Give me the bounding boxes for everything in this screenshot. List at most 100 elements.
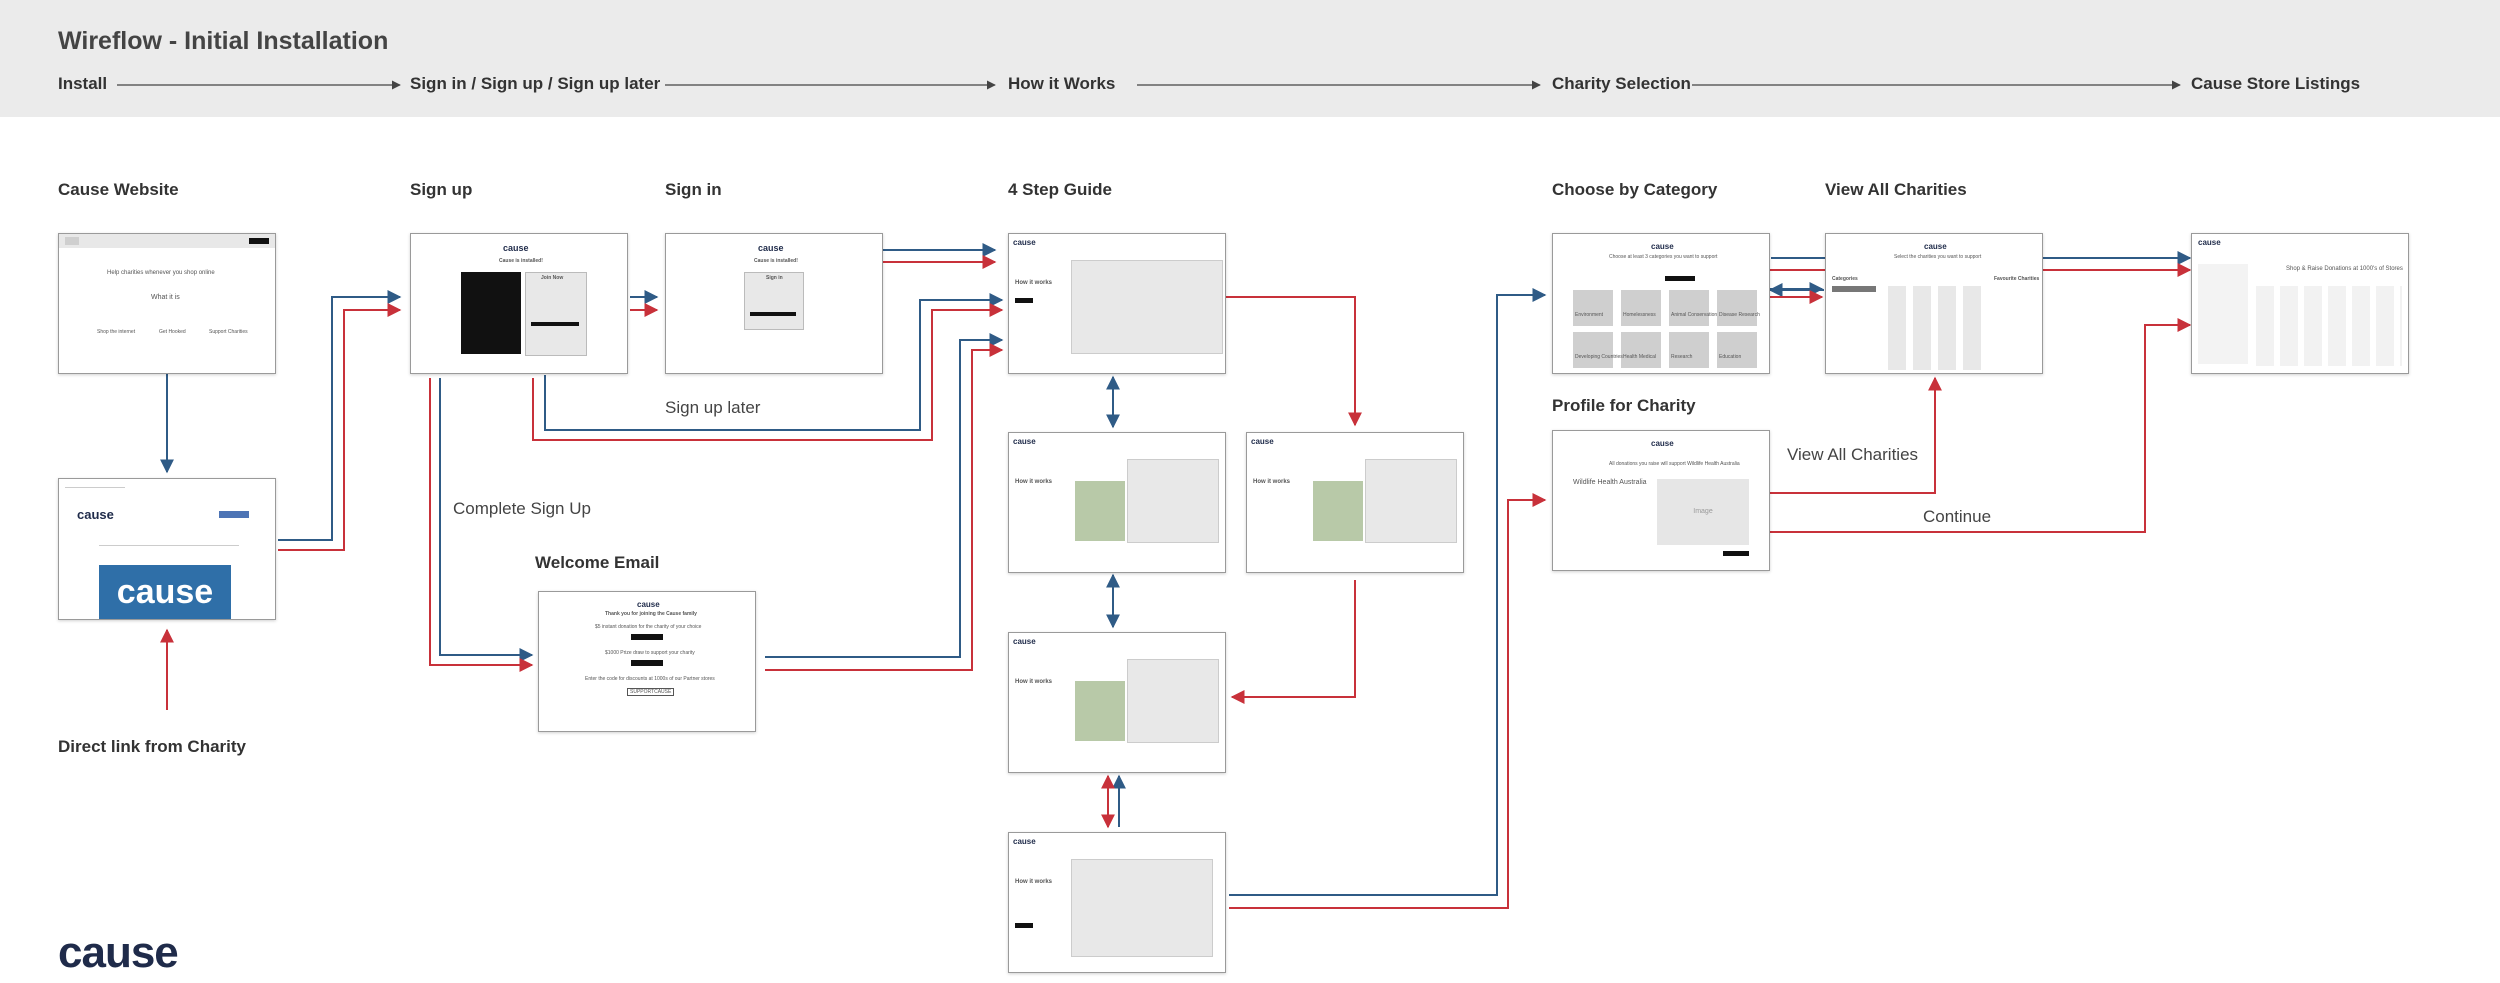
site-tagline: Help charities whenever you shop online <box>107 270 215 276</box>
category-tile-4 <box>1717 290 1757 326</box>
howto4-photo <box>1075 681 1125 741</box>
email-line-4: Enter the code for discounts at 1000s of… <box>585 676 715 682</box>
note-continue: Continue <box>1923 507 1992 526</box>
signup-form-panel <box>525 272 587 356</box>
allcharities-sidebar: Categories <box>1832 276 1858 282</box>
email-logo: cause <box>637 600 660 609</box>
step-sign-in: Sign in / Sign up / Sign up later <box>410 74 661 93</box>
category-tile-5 <box>1573 332 1613 368</box>
profile-image: Image <box>1657 479 1749 545</box>
screen-how-it-works-3[interactable]: cause How it works <box>1246 432 1464 573</box>
label-view-all-charities: View All Charities <box>1825 180 1967 199</box>
email-btn-1 <box>631 634 663 640</box>
category-label-8: Education <box>1719 354 1742 360</box>
signin-panel-title: Sign in <box>766 275 783 281</box>
profile-continue-btn <box>1723 551 1749 556</box>
howto4-logo: cause <box>1013 637 1036 646</box>
email-line-3: $1000 Prize draw to support your charity <box>605 650 695 656</box>
category-tile-8 <box>1717 332 1757 368</box>
store-breadcrumb <box>65 487 125 488</box>
listings-heading: Shop & Raise Donations at 1000's of Stor… <box>2286 266 2403 272</box>
listings-grid <box>2256 286 2402 366</box>
screen-how-it-works-4[interactable]: cause How it works <box>1008 632 1226 773</box>
category-tile-2 <box>1621 290 1661 326</box>
signin-panel <box>744 272 804 330</box>
howto5-heading: How it works <box>1015 879 1053 885</box>
screen-how-it-works-5[interactable]: cause How it works <box>1008 832 1226 973</box>
site-nav <box>59 234 275 248</box>
step-charity-selection: Charity Selection <box>1552 74 1691 93</box>
site-logo <box>65 237 79 245</box>
allcharities-logo: cause <box>1924 242 1947 251</box>
step-cause-store-listings: Cause Store Listings <box>2191 74 2361 93</box>
site-cta <box>249 238 269 244</box>
howto5-preview <box>1071 859 1213 957</box>
screen-choose-category[interactable]: cause Choose at least 3 categories you w… <box>1552 233 1770 374</box>
howto4-panel <box>1127 659 1219 743</box>
label-welcome-email: Welcome Email <box>535 553 660 572</box>
howto5-logo: cause <box>1013 837 1036 846</box>
howto4-heading: How it works <box>1015 679 1053 685</box>
header-band: Wireflow - Initial Installation Install … <box>0 0 2500 117</box>
signup-panel-title: Join Now <box>541 275 564 281</box>
screen-profile-for-charity[interactable]: cause All donations you raise will suppo… <box>1552 430 1770 571</box>
category-tile-6 <box>1621 332 1661 368</box>
category-label-3: Animal Conservation <box>1671 312 1718 318</box>
category-heading: Choose at least 3 categories you want to… <box>1609 254 1718 260</box>
screen-cause-website[interactable]: Help charities whenever you shop online … <box>58 233 276 374</box>
site-step-3: Support Charities <box>209 329 248 335</box>
howto2-logo: cause <box>1013 437 1036 446</box>
signup-submit <box>531 322 579 326</box>
blue-connectors <box>160 243 2192 896</box>
howto2-panel <box>1127 459 1219 543</box>
screen-view-all-charities[interactable]: cause Select the charities you want to s… <box>1825 233 2043 374</box>
category-label-6: Health Medical <box>1623 354 1657 360</box>
screen-how-it-works-1[interactable]: cause How it works <box>1008 233 1226 374</box>
email-code: SUPPORTCAUSE <box>627 688 675 696</box>
label-cause-website: Cause Website <box>58 180 179 199</box>
label-choose-by-category: Choose by Category <box>1552 180 1718 199</box>
signup-heading: Cause is installed! <box>499 258 543 264</box>
signin-submit <box>750 312 796 316</box>
category-tile-7 <box>1669 332 1709 368</box>
step-how-it-works: How it Works <box>1008 74 1116 93</box>
screen-sign-in[interactable]: cause Cause is installed! Sign in <box>665 233 883 374</box>
label-sign-up: Sign up <box>410 180 473 199</box>
site-what: What it is <box>151 294 180 301</box>
category-btn <box>1665 276 1695 281</box>
store-logo: cause <box>77 507 114 522</box>
screen-store-page[interactable]: cause cause <box>58 478 276 620</box>
howto1-btn <box>1015 298 1033 303</box>
allcharities-fav: Favourite Charities <box>1994 276 2040 282</box>
screen-welcome-email[interactable]: cause Thank you for joining the Cause fa… <box>538 591 756 732</box>
signin-logo: cause <box>758 243 784 253</box>
site-step-1: Shop the internet <box>97 329 136 335</box>
howto2-photo <box>1075 481 1125 541</box>
profile-name: Wildlife Health Australia <box>1573 479 1647 486</box>
allcharities-heading: Select the charities you want to support <box>1894 254 1982 260</box>
category-tile-3 <box>1669 290 1709 326</box>
signup-logo: cause <box>503 243 529 253</box>
email-btn-2 <box>631 660 663 666</box>
label-profile-for-charity: Profile for Charity <box>1552 396 1696 415</box>
screen-store-listings[interactable]: cause Shop & Raise Donations at 1000's o… <box>2191 233 2409 374</box>
store-button <box>219 511 249 518</box>
step-install: Install <box>58 74 108 93</box>
howto5-btn <box>1015 923 1033 928</box>
howto3-heading: How it works <box>1253 479 1291 485</box>
signin-heading: Cause is installed! <box>754 258 798 264</box>
howto3-photo <box>1313 481 1363 541</box>
howto1-logo: cause <box>1013 238 1036 247</box>
howto1-preview <box>1071 260 1223 354</box>
screen-how-it-works-2[interactable]: cause How it works <box>1008 432 1226 573</box>
category-label-4: Disease Research <box>1719 312 1760 318</box>
screen-sign-up[interactable]: cause Cause is installed! Join Now <box>410 233 628 374</box>
email-line-1: Thank you for joining the Cause family <box>605 611 697 617</box>
howto3-panel <box>1365 459 1457 543</box>
listings-sidebar <box>2198 264 2248 364</box>
store-tabs <box>99 545 239 546</box>
allcharities-selected <box>1832 286 1876 292</box>
category-label-2: Homelessness <box>1623 312 1656 318</box>
email-line-2: $5 instant donation for the charity of y… <box>595 624 702 630</box>
profile-logo: cause <box>1651 439 1674 448</box>
